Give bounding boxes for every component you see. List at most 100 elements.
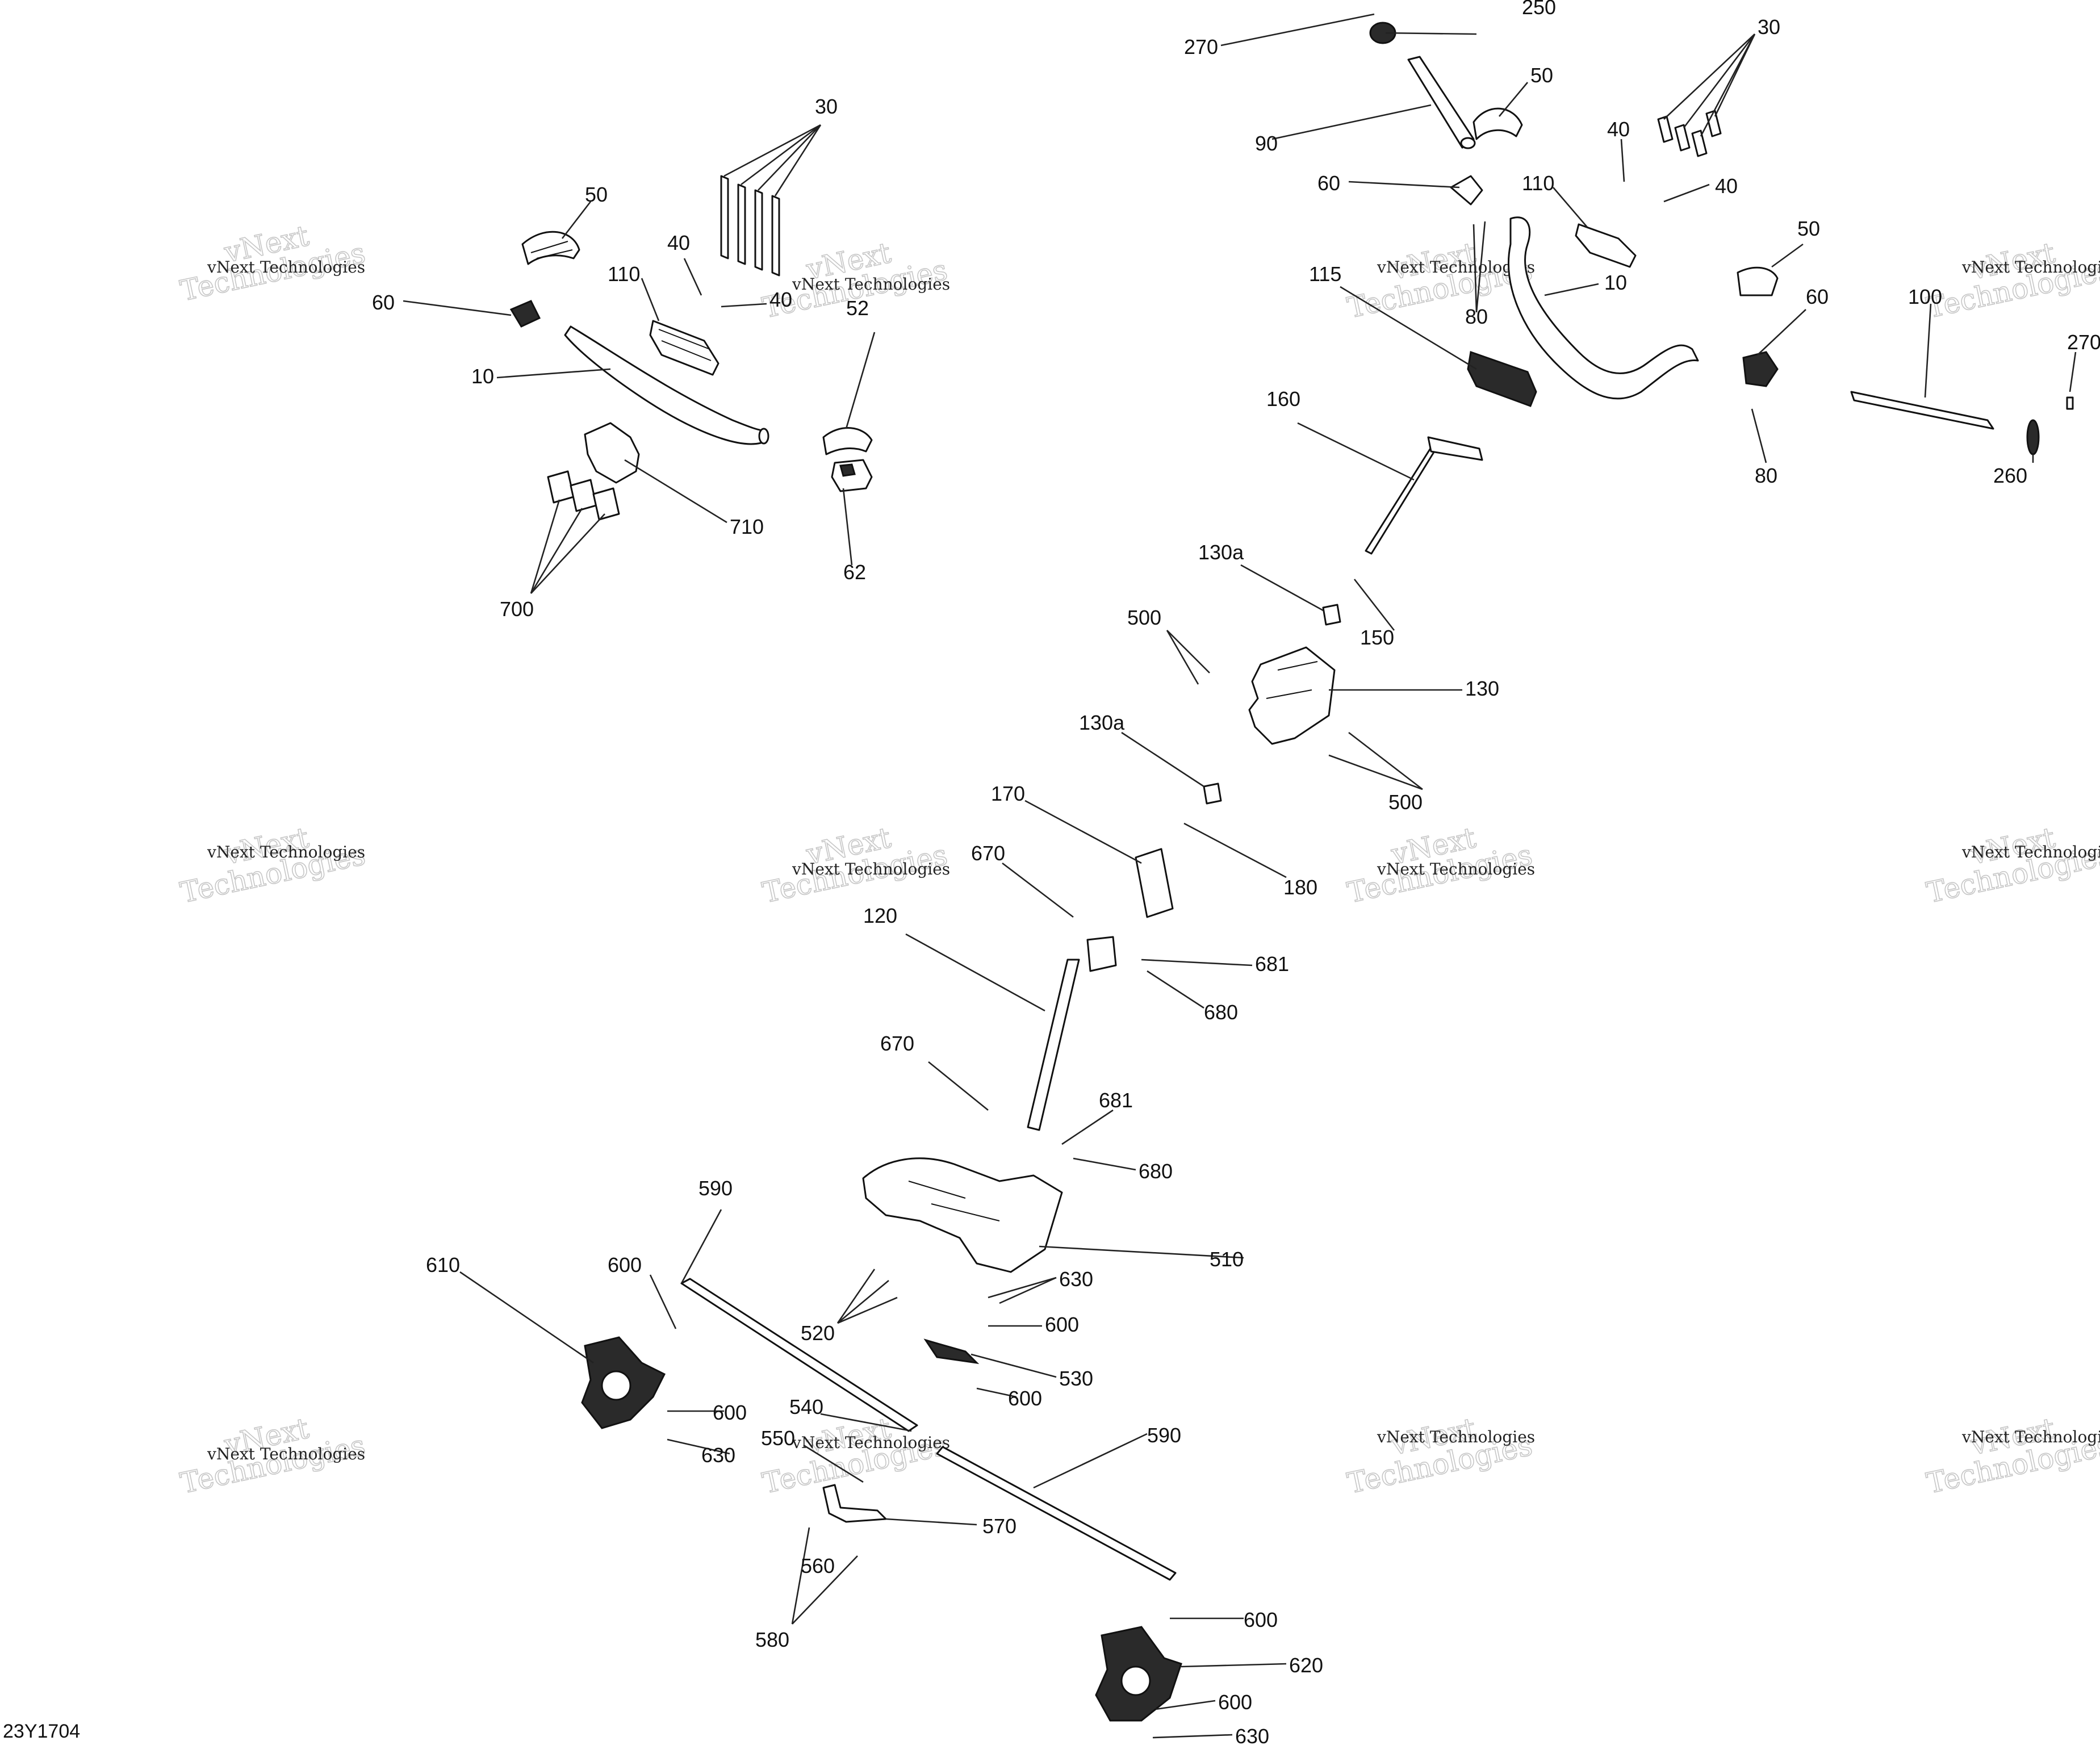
- callout-630: 630: [1235, 1725, 1269, 1745]
- watermark-text: vNext Technologies: [792, 1433, 950, 1452]
- callout-250: 250: [1522, 0, 1556, 19]
- callout-600: 600: [608, 1253, 642, 1277]
- callout-130a: 130a: [1198, 541, 1244, 564]
- watermark: Technologies vNext: [1344, 1411, 1536, 1500]
- tie-rod-590-right: [936, 1446, 1177, 1581]
- leader-lines: [403, 13, 2077, 1739]
- callout-600: 600: [1045, 1313, 1079, 1336]
- watermark-text: vNext Technologies: [1377, 1428, 1535, 1446]
- callout-681: 681: [1099, 1089, 1133, 1112]
- callout-120: 120: [863, 904, 897, 927]
- callout-60: 60: [372, 291, 395, 314]
- callout-130: 130: [1465, 677, 1499, 700]
- callout-560: 560: [801, 1554, 835, 1577]
- callout-600: 600: [1244, 1608, 1278, 1631]
- grip-right: [1575, 223, 1637, 268]
- callout-90: 90: [1255, 132, 1278, 155]
- callout-115: 115: [1309, 262, 1341, 286]
- callout-500: 500: [1388, 790, 1423, 814]
- grip-left: [649, 320, 719, 376]
- callout-130a: 130a: [1079, 711, 1125, 734]
- watermark: Technologies vNext: [1923, 1411, 2100, 1500]
- callout-10: 10: [1604, 271, 1627, 294]
- boot-170: [1135, 848, 1174, 918]
- watermark-text: vNext Technologies: [1961, 1428, 2100, 1446]
- callout-700: 700: [500, 597, 534, 621]
- callout-600: 600: [713, 1401, 747, 1424]
- watermark-text: vNext Technologies: [792, 860, 950, 878]
- callout-680: 680: [1139, 1160, 1173, 1183]
- callout-270: 270: [2067, 330, 2100, 354]
- callout-62: 62: [843, 560, 866, 584]
- callout-600: 600: [1008, 1387, 1042, 1410]
- callout-550: 550: [761, 1426, 795, 1450]
- callout-100: 100: [1908, 285, 1942, 308]
- watermark-text: vNext Technologies: [207, 258, 365, 277]
- callout-60: 60: [1317, 171, 1340, 195]
- bar-100: [1850, 391, 1994, 430]
- callout-630: 630: [1059, 1267, 1093, 1291]
- caps-700: [547, 470, 620, 521]
- callout-30: 30: [815, 95, 838, 118]
- watermark-text: vNext Technologies: [1961, 843, 2100, 861]
- washer-260: [2026, 419, 2040, 455]
- callout-530: 530: [1059, 1367, 1093, 1390]
- column-90: [1407, 56, 1475, 149]
- callout-600: 600: [1218, 1690, 1252, 1714]
- clamp-left: [509, 300, 541, 328]
- callout-590: 590: [698, 1177, 733, 1200]
- handlebar-right: [1508, 216, 1699, 400]
- callout-80: 80: [1755, 464, 1777, 487]
- callout-40: 40: [1715, 174, 1738, 198]
- callout-160: 160: [1266, 387, 1300, 411]
- clamp-60-right: [1450, 175, 1483, 206]
- callout-710: 710: [730, 515, 764, 538]
- tie-rod-590-left: [680, 1278, 918, 1432]
- callout-40: 40: [1607, 118, 1630, 141]
- callout-170: 170: [991, 782, 1025, 805]
- callout-670: 670: [880, 1032, 914, 1055]
- callout-10: 10: [471, 365, 494, 388]
- callout-620: 620: [1289, 1654, 1323, 1677]
- boot-530: [923, 1338, 980, 1365]
- watermark-text: vNext Technologies: [207, 843, 365, 861]
- callout-520: 520: [801, 1321, 835, 1345]
- bushing-130a-lower: [1203, 782, 1222, 805]
- callout-260: 260: [1993, 464, 2027, 487]
- callout-570: 570: [982, 1514, 1016, 1538]
- clamp-60-far: [1742, 351, 1779, 387]
- callout-670: 670: [971, 842, 1005, 865]
- callout-630: 630: [701, 1443, 735, 1467]
- watermark-text: vNext Technologies: [1961, 258, 2100, 277]
- figure-code: 23Y1704: [3, 1721, 80, 1742]
- callout-610: 610: [426, 1253, 460, 1277]
- watermark-text: vNext Technologies: [1377, 860, 1535, 878]
- bracket-570: [822, 1484, 887, 1523]
- watermark-text: vNext Technologies: [792, 275, 950, 294]
- shaft-120: [1027, 959, 1080, 1131]
- bracket-130: [1248, 646, 1336, 745]
- grip-115: [1467, 350, 1537, 407]
- callout-50: 50: [1797, 217, 1820, 240]
- callout-60: 60: [1806, 285, 1829, 308]
- callout-30: 30: [1758, 15, 1780, 39]
- callouts: 270 250 30 50 90 40 40 60 110 80 10 115 …: [372, 0, 2100, 1745]
- clamp-cap-left: [521, 231, 580, 265]
- callout-590: 590: [1147, 1424, 1181, 1447]
- clamp-cap-50-right: [1472, 107, 1523, 140]
- callout-50: 50: [1530, 64, 1553, 87]
- callout-110: 110: [1522, 171, 1554, 195]
- callout-110: 110: [608, 262, 640, 286]
- watermark-text: vNext Technologies: [207, 1445, 365, 1463]
- steering-gear-510: [862, 1157, 1063, 1273]
- callout-80: 80: [1465, 305, 1488, 328]
- callout-540: 540: [789, 1395, 823, 1418]
- bolt-set-right: [1657, 110, 1722, 157]
- callout-50: 50: [585, 183, 608, 206]
- callout-270: 270: [1184, 35, 1218, 58]
- callout-681: 681: [1255, 952, 1289, 976]
- pin-270-right: [2066, 396, 2074, 410]
- handlebar-left-end: [758, 428, 769, 445]
- callout-580: 580: [755, 1628, 789, 1651]
